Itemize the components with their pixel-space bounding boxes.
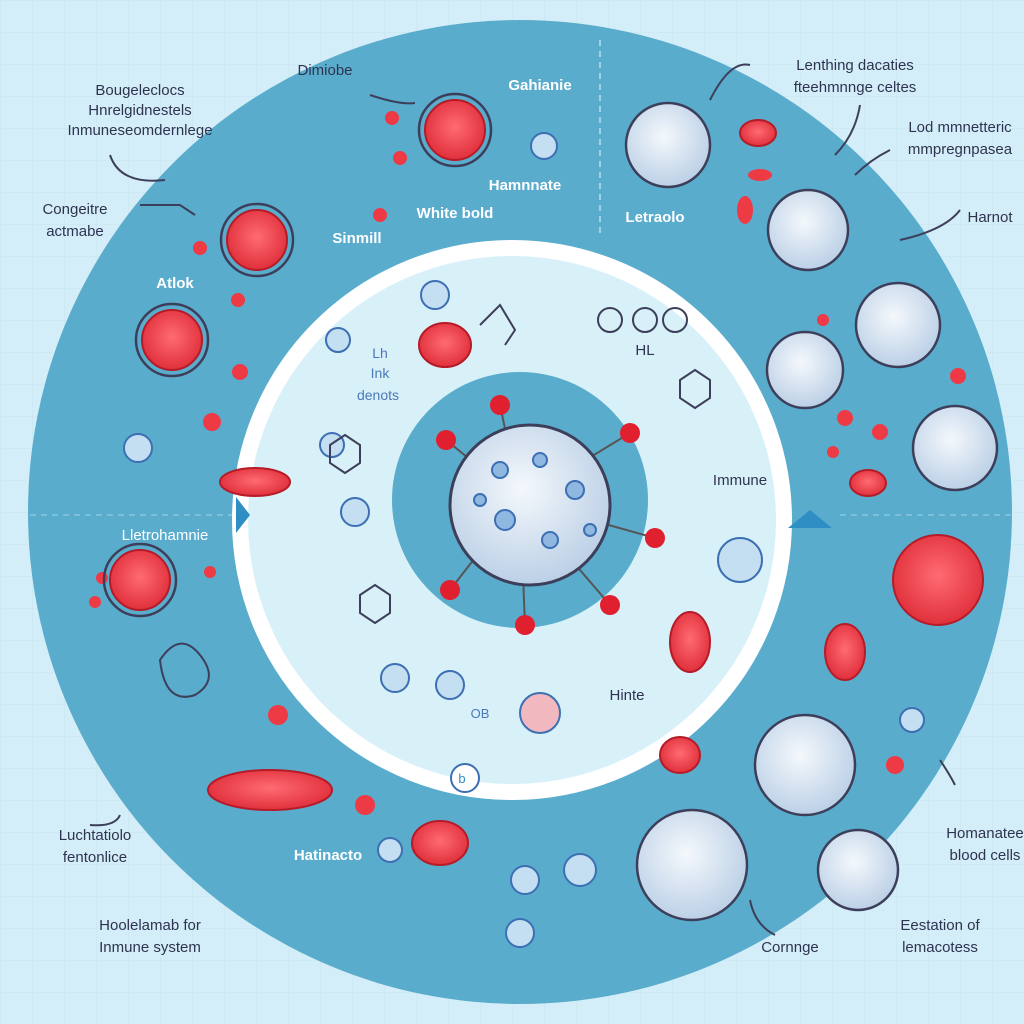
label-hamnnate: Hamnnate	[489, 177, 562, 194]
label-homanatee-2: blood cells	[950, 847, 1021, 864]
label-dimiobe: Dimiobe	[297, 62, 352, 79]
label-gahianie: Gahianie	[508, 77, 571, 94]
label-hatinacto: Hatinacto	[294, 847, 362, 864]
label-congeitre-1: Congeitre	[42, 201, 107, 218]
svg-text:denots: denots	[357, 387, 399, 403]
label-top-right-1: Lenthing dacaties	[796, 57, 914, 74]
red-dots	[89, 111, 966, 815]
white-blood-cells	[624, 101, 999, 922]
arrow-right	[788, 510, 832, 528]
label-white-bold: White bold	[417, 205, 494, 222]
label-immune: Immune	[713, 472, 767, 489]
label-letraolo: Letraolo	[625, 209, 684, 226]
label-homanatee-1: Homanatee	[946, 825, 1024, 842]
label-luchtatiolo-2: fentonlice	[63, 849, 127, 866]
label-harnot: Harnot	[967, 209, 1013, 226]
label-top-right-2: fteehmnnge celtes	[794, 79, 917, 96]
label-hoolelamab-1: Hoolelamab for	[99, 917, 201, 934]
svg-text:Bougeleclocs: Bougeleclocs	[95, 82, 184, 99]
red-blood-cells	[109, 99, 984, 866]
molecule-structures	[158, 303, 711, 698]
label-lh-ink: Lh Ink denots	[357, 345, 399, 403]
label-luchtatiolo-1: Luchtatiolo	[59, 827, 132, 844]
label-sinmill: Sinmill	[332, 230, 381, 247]
svg-text:Lh: Lh	[372, 345, 388, 361]
central-virus-cell	[436, 395, 665, 635]
label-eestation-2: lemacotess	[902, 939, 978, 956]
label-hoolelamab-2: Inmune system	[99, 939, 201, 956]
arrow-left	[236, 497, 250, 533]
svg-text:Ink: Ink	[371, 365, 391, 381]
svg-text:Inmuneseomdernlege: Inmuneseomdernlege	[67, 122, 212, 139]
label-cornnge: Cornnge	[761, 939, 819, 956]
label-hl: HL	[635, 342, 654, 359]
label-lletrohamnie: Lletrohamnie	[122, 527, 209, 544]
small-cells	[123, 132, 925, 948]
label-b: b	[458, 771, 465, 786]
label-atlok: Atlok	[156, 275, 194, 292]
label-hinte: Hinte	[609, 687, 644, 704]
label-ob: OB	[471, 706, 490, 721]
label-lod-1: Lod mmnetteric	[908, 119, 1012, 136]
pointer-lines	[89, 63, 961, 936]
label-lod-2: mmpregnpasea	[908, 141, 1013, 158]
nucleated-cells	[102, 92, 493, 618]
label-eestation-1: Eestation of	[900, 917, 980, 934]
label-top-left: Bougeleclocs Hnrelgidnestels Inmuneseomd…	[67, 82, 212, 139]
label-congeitre-2: actmabe	[46, 223, 104, 240]
svg-text:Hnrelgidnestels: Hnrelgidnestels	[88, 102, 191, 119]
